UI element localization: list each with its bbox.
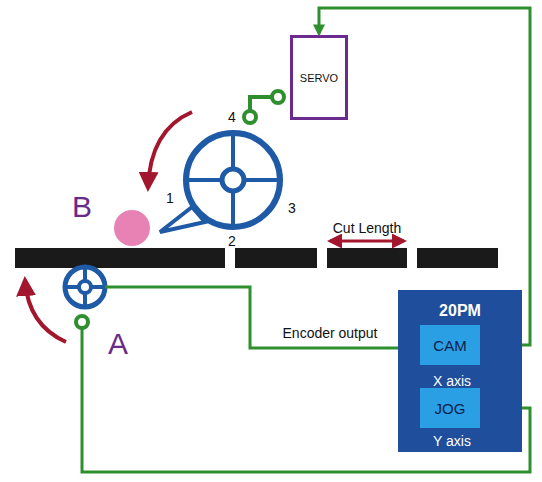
axis-label: Y axis [433, 434, 471, 448]
encoder-wire [105, 287, 414, 348]
callout-number: 2 [228, 234, 236, 248]
dimension-label: Cut Length [333, 221, 402, 235]
knife-roller [222, 169, 244, 191]
servo-coupling [272, 91, 284, 103]
product-ball [114, 210, 150, 246]
encoder-wheel [79, 281, 91, 293]
knife-roller [186, 133, 280, 227]
controller-panel: 20PM CAM JOG [398, 290, 522, 452]
encoder-coupling [76, 316, 88, 328]
axis-label: X axis [433, 374, 471, 388]
encoder-wheel [65, 267, 105, 307]
material-strip [235, 248, 317, 268]
signal-label: Encoder output [283, 326, 378, 340]
part-letter: B [72, 192, 92, 222]
servo-coupling [244, 91, 284, 123]
servo-coupling [244, 111, 256, 123]
callout-number: 1 [166, 191, 174, 205]
rotation-arrow [25, 280, 66, 342]
node-label: CAM [433, 337, 466, 354]
material-strip [417, 248, 498, 268]
dimension-arrow [330, 240, 404, 243]
rotation-arrow [148, 112, 192, 188]
callout-number: 4 [228, 110, 236, 124]
part-letter: A [108, 329, 128, 359]
knife-roller [160, 133, 280, 232]
node-label: JOG [435, 400, 466, 417]
jog-axis-box: JOG [420, 388, 480, 428]
node-label: SERVO [300, 72, 338, 84]
encoder-wheel [65, 267, 105, 307]
cam-axis-box: CAM [420, 325, 480, 365]
material-strip [15, 248, 225, 268]
material-strip [327, 248, 407, 268]
servo-box: SERVO [290, 35, 348, 120]
node-label: 20PM [398, 302, 522, 320]
callout-number: 3 [288, 201, 296, 215]
